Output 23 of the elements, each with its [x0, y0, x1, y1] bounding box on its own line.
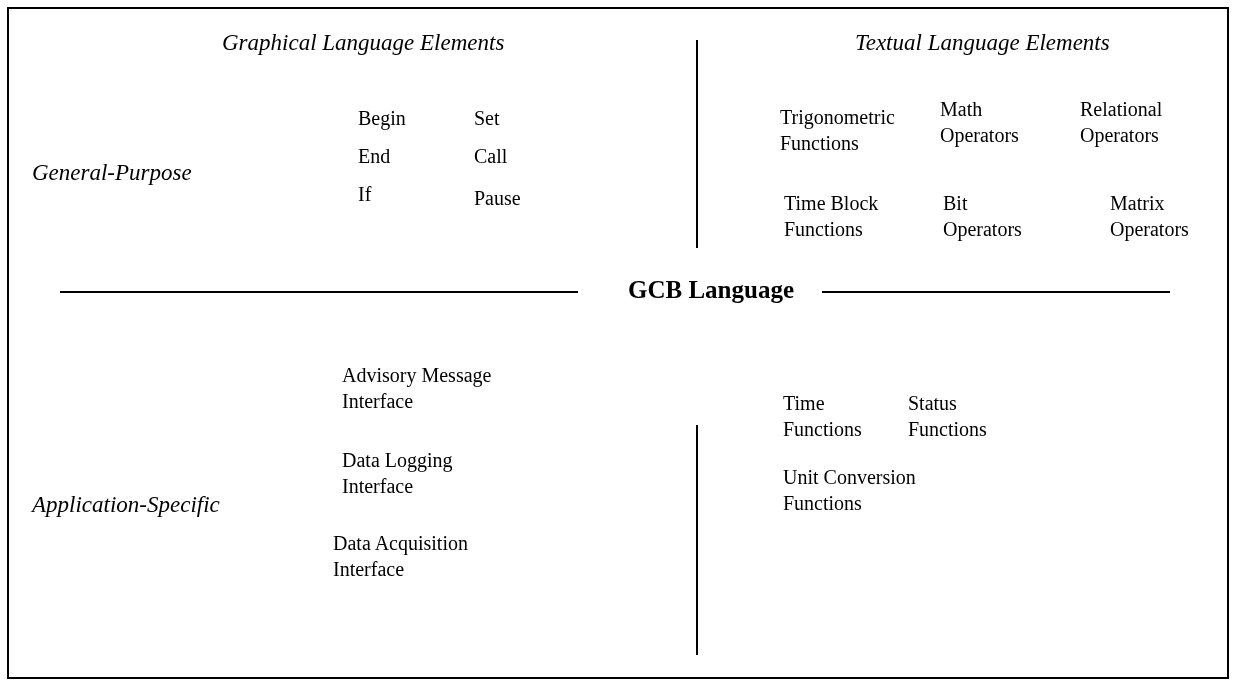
element-name: Begin: [358, 106, 407, 131]
element-name: Time Block Functions: [784, 191, 880, 242]
column-heading: Textual Language Elements: [855, 29, 1111, 57]
row-heading: General-Purpose: [32, 159, 193, 187]
element-name: Data Logging Interface: [342, 448, 454, 499]
element-name: Time Functions: [783, 391, 863, 442]
column-heading: Graphical Language Elements: [222, 29, 506, 57]
element-name: Relational Operators: [1080, 97, 1164, 148]
row-heading: Application-Specific: [32, 491, 221, 519]
element-name: Data Acquisition Interface: [333, 531, 469, 582]
element-name: Status Functions: [908, 391, 988, 442]
element-name: Advisory Message Interface: [342, 363, 493, 414]
element-name: If: [358, 182, 373, 207]
element-name: Unit Conversion Functions: [783, 465, 917, 516]
element-name: Trigonometric Functions: [780, 105, 896, 156]
element-name: Pause: [474, 186, 522, 211]
element-name: End: [358, 144, 392, 169]
element-name: Bit Operators: [943, 191, 1023, 242]
element-name: Call: [474, 144, 509, 169]
element-name: Matrix Operators: [1110, 191, 1190, 242]
diagram-title: GCB Language: [627, 275, 795, 305]
element-name: Math Operators: [940, 97, 1020, 148]
element-name: Set: [474, 106, 501, 131]
